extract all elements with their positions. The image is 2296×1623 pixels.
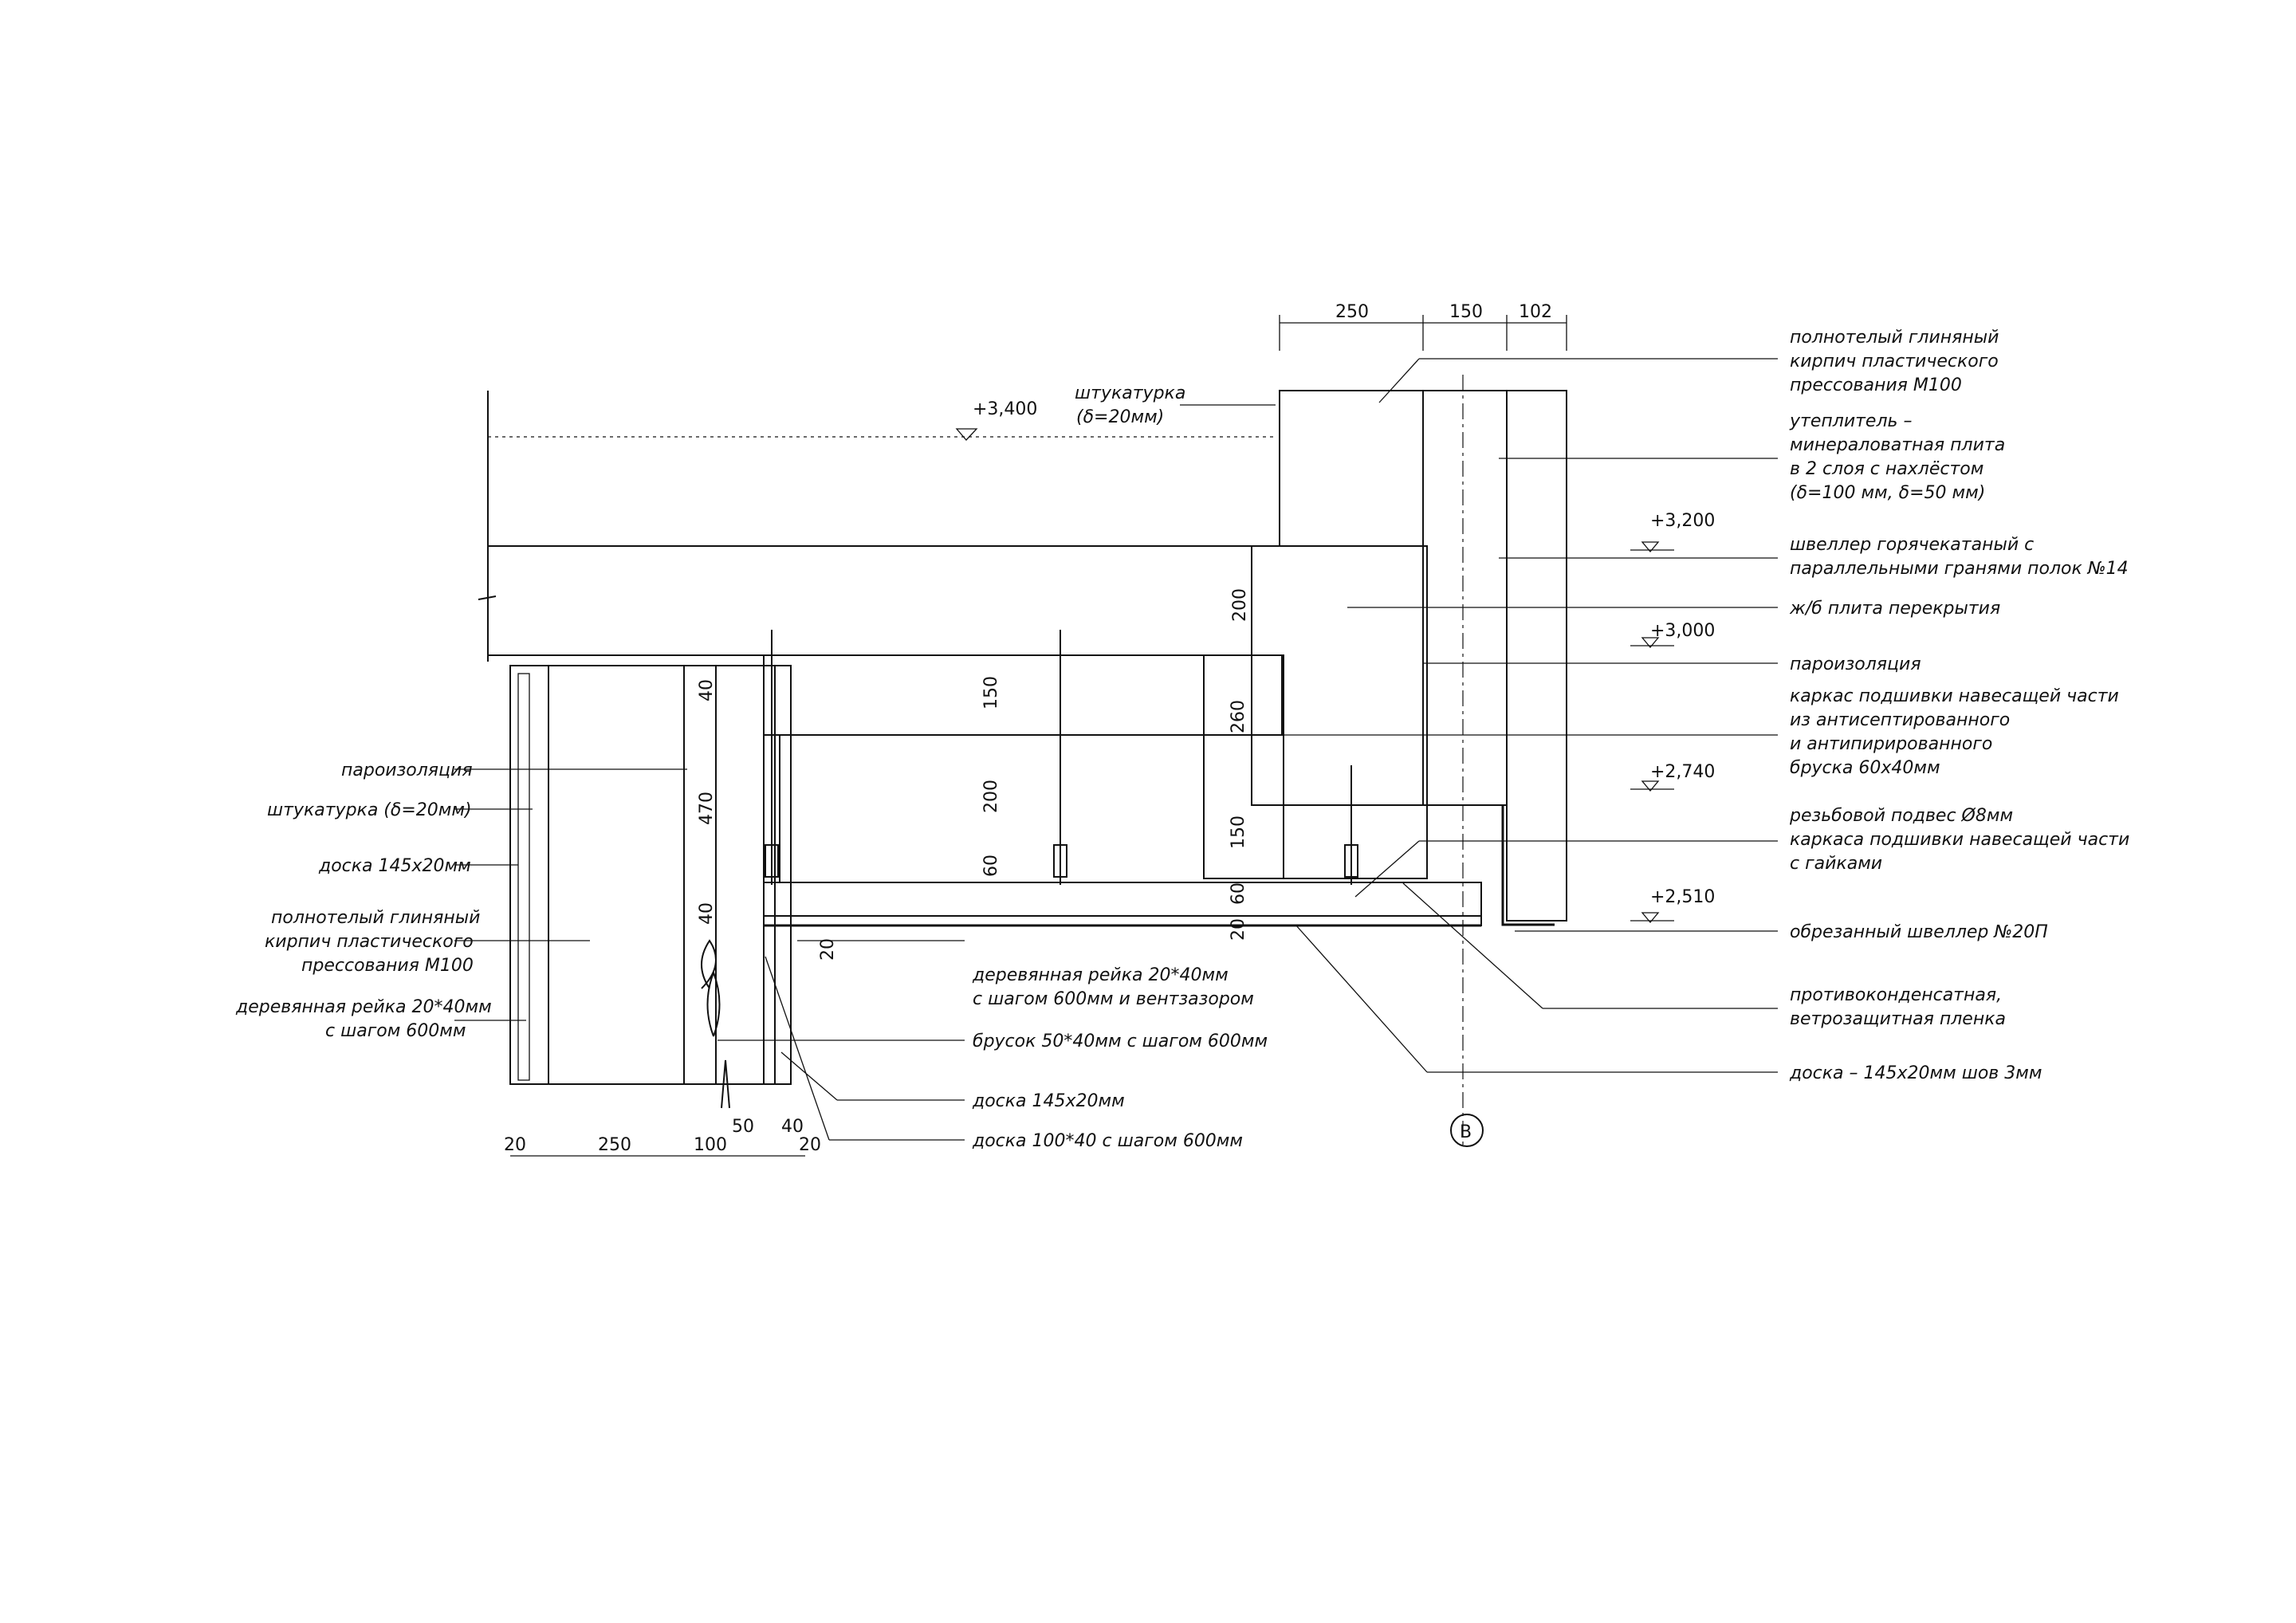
right-label-ins4: (δ=100 мм, δ=50 мм): [1790, 483, 1985, 503]
level-3400: +3,400: [973, 399, 1037, 419]
vdim-1: 200: [1230, 588, 1250, 622]
left-label-rail2: с шагом 600мм: [325, 1021, 466, 1041]
right-callouts: полнотелый глиняный кирпич пластического…: [1228, 328, 2129, 1083]
top-dim-3: 102: [1519, 302, 1552, 322]
axis-marker: В: [1450, 1114, 1484, 1147]
vdim-8: 40: [697, 679, 717, 701]
right-label-cut: обрезанный швеллер №20П: [1790, 922, 2048, 942]
right-label-brick1: полнотелый глиняный: [1790, 328, 1999, 348]
upper-wall: [1279, 375, 1567, 1148]
right-label-vapor: пароизоляция: [1790, 654, 1921, 674]
vdim-12: 20: [1229, 918, 1248, 941]
vdim-11: 20: [818, 938, 838, 961]
left-label-brick2: кирпич пластического: [265, 932, 474, 952]
right-label-brick2: кирпич пластического: [1790, 352, 1999, 371]
bottom-label-board2: доска 100*40 с шагом 600мм: [972, 1131, 1243, 1151]
right-label-brick3: прессования М100: [1790, 375, 1962, 395]
left-label-board: доска 145х20мм: [318, 856, 471, 876]
right-label-ins1: утеплитель –: [1789, 411, 1912, 431]
right-label-frame2: из антисептированного: [1790, 710, 2010, 730]
bottom-dim-5: 40: [781, 1117, 804, 1137]
right-label-slab: ж/б плита перекрытия: [1789, 599, 2000, 619]
top-dim-1: 250: [1335, 302, 1369, 322]
floor-slab: [487, 545, 1428, 806]
right-label-ch2: параллельными гранями полок №14: [1790, 559, 2129, 579]
vdim-2: 150: [981, 676, 1001, 709]
left-label-rail1: деревянная рейка 20*40мм: [235, 997, 492, 1017]
right-label-ch1: швеллер горячекатаный с: [1790, 535, 2034, 555]
left-label-vapor: пароизоляция: [341, 760, 473, 780]
level-3200: +3,200: [1650, 511, 1715, 531]
threaded-rods: [765, 630, 1358, 885]
right-label-frame3: и антипирированного: [1790, 734, 1992, 754]
bottom-dim-2: 250: [598, 1135, 631, 1155]
vdim-5: 260: [1229, 700, 1248, 733]
bottom-label-rail2: с шагом 600мм и вентзазором: [973, 989, 1254, 1009]
right-label-ins3: в 2 слоя с нахлёстом: [1790, 459, 1983, 479]
vdim-9: 470: [697, 792, 717, 825]
bottom-dimension-line: 20 250 100 50 40 20: [504, 1117, 821, 1157]
bottom-label-bar: брусок 50*40мм с шагом 600мм: [973, 1032, 1268, 1051]
right-label-rod1: резьбовой подвес Ø8мм: [1789, 806, 2013, 826]
vdim-3: 200: [981, 780, 1001, 813]
bottom-label-board: доска 145х20мм: [972, 1091, 1125, 1111]
top-callout: штукатурка (δ=20мм): [1075, 383, 1276, 427]
bottom-dim-1: 20: [504, 1135, 526, 1155]
bottom-callouts: деревянная рейка 20*40мм с шагом 600мм и…: [718, 940, 1268, 1151]
right-label-rod3: с гайками: [1790, 854, 1882, 874]
bottom-label-rail1: деревянная рейка 20*40мм: [972, 965, 1229, 985]
right-label-film2: ветрозащитная пленка: [1790, 1009, 2006, 1029]
level-2740: +2,740: [1650, 762, 1715, 782]
axis-label: В: [1460, 1122, 1472, 1142]
top-label-plaster2: (δ=20мм): [1076, 407, 1164, 427]
right-label-frame4: бруска 60х40мм: [1790, 758, 1940, 778]
bottom-dim-4: 50: [732, 1117, 754, 1137]
right-label-film1: противоконденсатная,: [1790, 985, 2002, 1005]
vdim-6: 150: [1229, 815, 1248, 849]
left-label-plaster: штукатурка (δ=20мм): [267, 800, 472, 820]
right-label-rod2: каркаса подшивки навесащей части: [1790, 830, 2129, 850]
left-label-brick1: полнотелый глиняный: [271, 908, 480, 928]
vdim-4: 60: [981, 855, 1001, 877]
top-label-plaster1: штукатурка: [1075, 383, 1185, 403]
ceiling-insulation: [763, 654, 1482, 927]
bottom-dim-6: 20: [799, 1135, 821, 1155]
bottom-dim-3: 100: [694, 1135, 727, 1155]
left-wall: [509, 665, 792, 1109]
level-3000: +3,000: [1650, 621, 1715, 641]
vdim-10: 40: [697, 902, 717, 925]
left-callouts: пароизоляция штукатурка (δ=20мм) доска 1…: [235, 760, 687, 1041]
right-label-ins2: минераловатная плита: [1790, 435, 2005, 455]
level-marks: +3,400 +3,200 +3,000 +2,740 +2,510: [488, 399, 1715, 924]
top-dimension-line: 250 150 102: [1279, 302, 1567, 351]
vdim-7: 60: [1229, 882, 1248, 905]
break-line: [478, 391, 497, 662]
top-dim-2: 150: [1449, 302, 1483, 322]
left-label-brick3: прессования М100: [301, 956, 474, 976]
right-label-board: доска – 145х20мм шов 3мм: [1789, 1063, 2042, 1083]
vertical-dimensions: 200 150 200 60 260 150 60 40 470 40 20 2…: [697, 588, 1250, 961]
right-label-frame1: каркас подшивки навесащей части: [1790, 686, 2119, 706]
level-2510: +2,510: [1650, 887, 1715, 907]
